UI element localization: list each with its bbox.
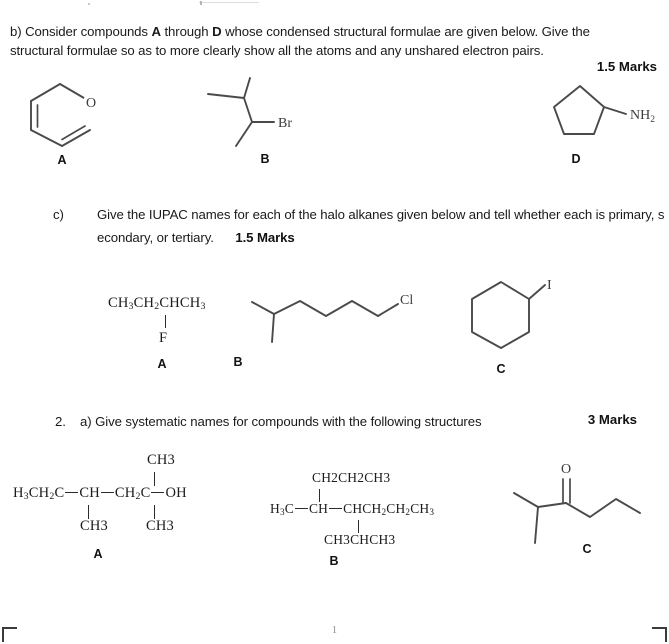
- bond-dash: [329, 507, 343, 510]
- structure-label-b-a: A: [57, 153, 67, 167]
- carbonyl-oxygen-label: O: [561, 462, 571, 477]
- condensed-formula-c-a: CH3CH2CHCH3: [108, 295, 206, 328]
- cyclopentylamine-drawing: NH2: [553, 85, 655, 135]
- structure-label-2a-b: B: [329, 554, 339, 568]
- fluorine-atom-label: F: [159, 330, 168, 346]
- question-2a-text: a) Give systematic names for compounds w…: [80, 414, 482, 429]
- scan-artifact: [199, 2, 259, 3]
- question-b-line1-mid: through: [160, 24, 213, 39]
- crop-mark-right: [652, 627, 667, 642]
- bond-dash: [65, 491, 79, 493]
- question-2-number: 2.: [55, 414, 66, 429]
- vertical-bond-right: [154, 505, 156, 519]
- question-c-marks: 1.5 Marks: [235, 230, 295, 245]
- scan-artifact: [200, 1, 202, 5]
- vertical-bond-bottom: [358, 520, 360, 533]
- question-2a-marks: 3 Marks: [587, 412, 637, 427]
- bottom-branch-2a-b: CH3CHCH3: [324, 532, 396, 547]
- structure-label-b-d: D: [571, 152, 581, 166]
- iodocyclohexane-drawing: I: [471, 278, 552, 349]
- page-number: 1: [332, 625, 337, 636]
- pyran-ring-drawing: O: [30, 83, 99, 147]
- question-b-line1-pre: b) Consider compounds: [10, 24, 152, 39]
- structure-label-c-c: C: [496, 362, 506, 376]
- top-methyl-branch-2a-a: CH3: [147, 452, 175, 468]
- vertical-bond-top: [154, 472, 156, 486]
- compound-ref-a: A: [151, 24, 161, 39]
- structure-b-d: NH2 D: [546, 82, 658, 166]
- oxygen-atom-label: O: [86, 96, 96, 111]
- top-branch-2a-b: CH2CH2CH3: [312, 470, 391, 485]
- chloroalkane-drawing: Cl: [251, 293, 413, 343]
- vertical-bond-left: [88, 505, 90, 519]
- question-b-line1-post: whose condensed structural formulae are …: [221, 24, 590, 39]
- crop-mark-left: [2, 627, 17, 642]
- bond-dash: [294, 507, 308, 510]
- question-c-line1: Give the IUPAC names for each of the hal…: [97, 207, 665, 222]
- amine-atom-label: NH2: [630, 108, 655, 125]
- bromine-atom-label: Br: [278, 116, 292, 131]
- structure-c-a: CH3CH2CHCH3 F A: [108, 295, 206, 371]
- chlorine-atom-label: Cl: [400, 293, 413, 308]
- structure-label-b-b: B: [260, 152, 270, 166]
- question-c-line2: econdary, or tertiary. 1.5 Marks: [97, 228, 295, 247]
- structure-label-2a-a: A: [93, 547, 103, 561]
- ketone-drawing: O: [513, 462, 641, 544]
- question-b-marks: 1.5 Marks: [596, 59, 657, 74]
- bottom-methyl-left-2a-a: CH3: [80, 518, 108, 534]
- vertical-bond: [165, 315, 167, 328]
- vertical-bond-top: [319, 489, 321, 502]
- structure-c-c: I C: [465, 278, 575, 376]
- structure-2a-c: O C: [506, 455, 646, 556]
- structure-label-2a-c: C: [582, 542, 592, 556]
- question-b-line2: structural formulae so as to more clearl…: [10, 43, 544, 58]
- question-b-line1: b) Consider compounds A through D whose …: [10, 22, 665, 41]
- bromoalkane-drawing: Br: [207, 77, 292, 147]
- iodine-atom-label: I: [547, 278, 552, 293]
- structure-c-b: Cl B: [233, 285, 420, 369]
- bond-dash: [151, 491, 165, 493]
- bond-dash: [100, 491, 114, 493]
- scan-artifact: [88, 3, 90, 5]
- structure-b-b: Br B: [198, 76, 310, 166]
- bottom-methyl-right-2a-a: CH3: [146, 518, 174, 534]
- question-c-line2-text: econdary, or tertiary.: [97, 230, 214, 245]
- structure-b-a: O A: [22, 78, 102, 167]
- question-c-marker: c): [53, 207, 64, 222]
- compound-ref-d: D: [212, 24, 222, 39]
- structure-label-c-a: A: [157, 357, 167, 371]
- structure-label-c-b: B: [233, 355, 243, 369]
